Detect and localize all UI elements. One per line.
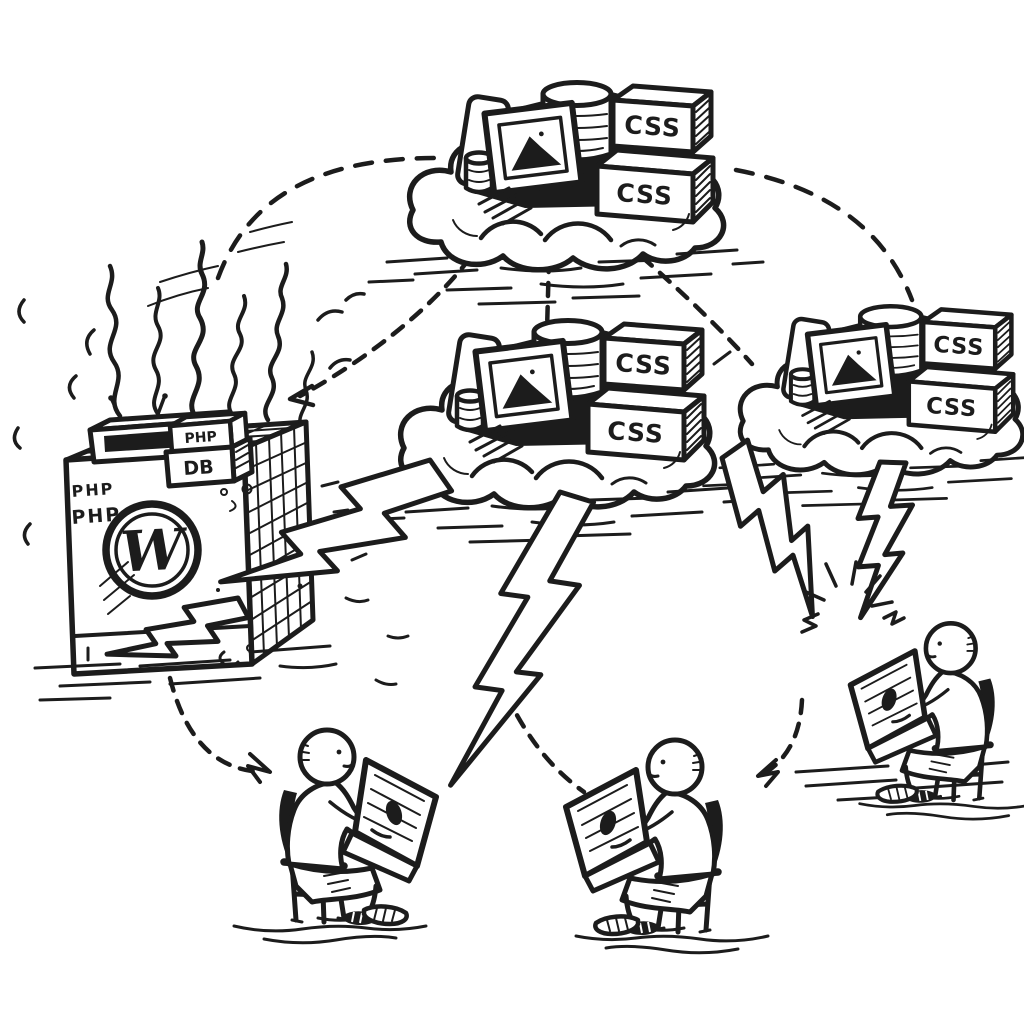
delivery-bolt-icon <box>443 484 604 804</box>
cdn-cloud-middle: CSS CSS <box>358 321 756 544</box>
wordpress-logo-letter: W <box>119 516 190 585</box>
delivery-bolt-icon <box>855 461 914 619</box>
stack-php-label: PHP <box>184 429 217 447</box>
link-server-to-user-left <box>167 675 265 775</box>
doodles <box>86 483 254 668</box>
server-front-label-top: PHP <box>71 479 115 501</box>
css-box-label: CSS <box>623 110 682 143</box>
css-box-label: CSS <box>932 332 985 361</box>
css-box-label: CSS <box>614 348 673 381</box>
link-top-cloud-to-right-cloud <box>733 167 915 303</box>
user-middle <box>566 740 768 953</box>
user-left <box>234 730 436 943</box>
link-to-user-middle-right <box>757 697 805 779</box>
server-overload-smoke <box>12 221 366 546</box>
sync-links <box>167 155 915 795</box>
impact-sparks <box>800 560 906 634</box>
stack-db-label: DB <box>183 456 215 480</box>
ground-scribble <box>33 644 338 702</box>
arrowhead <box>756 758 780 788</box>
link-to-user-middle-left <box>503 691 587 795</box>
link-server-to-top-cloud <box>215 155 439 281</box>
scatter-marks <box>297 350 1010 802</box>
server-stack: PHP DB <box>87 393 255 489</box>
css-box-label: CSS <box>615 178 674 211</box>
link-top-cloud-to-right-cloud-lower <box>639 254 755 367</box>
wordpress-logo: W <box>102 500 202 600</box>
cdn-cloud-right: CSS CSS <box>702 306 1024 507</box>
link-top-cloud-to-server <box>297 255 473 399</box>
css-box-label: CSS <box>606 416 665 449</box>
css-box-label: CSS <box>925 393 978 422</box>
cdn-cloud-top: CSS CSS <box>367 83 765 306</box>
user-right <box>850 623 1024 819</box>
arrowhead <box>246 752 272 784</box>
